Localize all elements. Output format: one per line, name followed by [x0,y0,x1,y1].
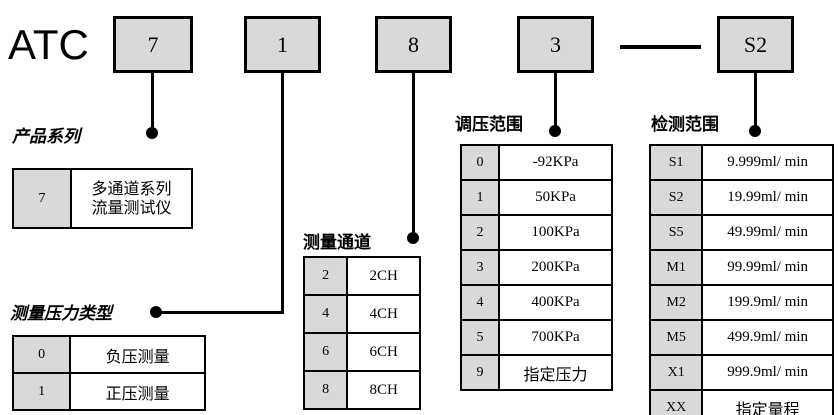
table-row: 5 700KPa [459,319,613,356]
code-box-pressure-type[interactable]: 1 [244,16,321,73]
cell-value: 正压测量 [69,372,206,411]
connector-dot-pressure-type [150,306,162,318]
caption-pressure-range: 调压范围 [455,115,523,135]
connector-line-pressure-range [554,73,557,131]
cell-key: 5 [459,319,501,356]
cell-key: 6 [302,332,349,372]
cell-key: 1 [459,179,501,216]
code-box-product-series[interactable]: 7 [113,16,193,73]
table-row: XX 指定量程 [648,389,834,415]
connector-dot-product-series [146,127,158,139]
cell-key: S5 [648,214,704,251]
cell-key: 3 [459,249,501,286]
code-box-channel-count[interactable]: 8 [375,16,452,73]
table-row: 4 4CH [302,294,421,334]
cell-key: 0 [459,144,501,181]
table-pressure-range: 0 -92KPa 1 50KPa 2 100KPa 3 200KPa 4 400… [459,144,613,391]
table-row: M5 499.9ml/ min [648,319,834,356]
cell-value: 499.9ml/ min [701,319,834,356]
cell-value: 49.99ml/ min [701,214,834,251]
separator-dash [620,45,701,49]
table-measure-channel: 2 2CH 4 4CH 6 6CH 8 8CH [302,256,421,410]
cell-key: 8 [302,370,349,410]
connector-line-detection-range [754,73,757,131]
cell-key: 4 [302,294,349,334]
cell-value: 99.99ml/ min [701,249,834,286]
cell-key: 2 [459,214,501,251]
table-row: S2 19.99ml/ min [648,179,834,216]
cell-value: 指定量程 [701,389,834,415]
table-pressure-type: 0 负压测量 1 正压测量 [11,335,206,411]
cell-value: 6CH [346,332,421,372]
cell-value-line2: 流量测试仪 [91,197,172,217]
brand-label: ATC [8,21,89,68]
cell-value: 负压测量 [69,335,206,374]
table-row: 1 50KPa [459,179,613,216]
cell-value: 2CH [346,256,421,296]
cell-key: 9 [459,354,501,391]
table-row: S1 9.999ml/ min [648,144,834,181]
table-product-series: 7 多通道系列 流量测试仪 [11,168,193,229]
connector-dot-pressure-range [549,125,561,137]
cell-value: 19.99ml/ min [701,179,834,216]
table-row: X1 999.9ml/ min [648,354,834,391]
cell-key: 4 [459,284,501,321]
table-row: 7 多通道系列 流量测试仪 [11,168,193,229]
connector-line-measure-channel [412,73,415,238]
cell-key: XX [648,389,704,415]
cell-key: X1 [648,354,704,391]
table-row: M2 199.9ml/ min [648,284,834,321]
cell-value: 400KPa [498,284,613,321]
table-row: 6 6CH [302,332,421,372]
connector-line-pressure-type-vertical [281,73,284,314]
cell-value: 999.9ml/ min [701,354,834,391]
cell-value: 9.999ml/ min [701,144,834,181]
table-row: 3 200KPa [459,249,613,286]
cell-value: 200KPa [498,249,613,286]
caption-measure-channel: 测量通道 [303,233,371,253]
cell-key: 1 [11,372,72,411]
table-detection-range: S1 9.999ml/ min S2 19.99ml/ min S5 49.99… [648,144,834,415]
table-row: 9 指定压力 [459,354,613,391]
cell-value: 多通道系列 流量测试仪 [70,168,193,229]
cell-key: S2 [648,179,704,216]
cell-value: 100KPa [498,214,613,251]
cell-value: 8CH [346,370,421,410]
cell-key: M2 [648,284,704,321]
connector-line-product-series [151,73,154,133]
connector-dot-measure-channel [407,232,419,244]
table-row: 2 100KPa [459,214,613,251]
caption-detection-range: 检测范围 [651,115,719,135]
cell-key: 2 [302,256,349,296]
cell-key: M1 [648,249,704,286]
cell-key: 7 [11,168,73,229]
cell-value: 指定压力 [498,354,613,391]
table-row: M1 99.99ml/ min [648,249,834,286]
cell-value: 199.9ml/ min [701,284,834,321]
caption-pressure-type: 测量压力类型 [10,304,112,324]
connector-line-pressure-type-horizontal [155,311,284,314]
table-row: 8 8CH [302,370,421,410]
table-row: S5 49.99ml/ min [648,214,834,251]
table-row: 0 -92KPa [459,144,613,181]
cell-value: 50KPa [498,179,613,216]
cell-key: 0 [11,335,72,374]
cell-value: 700KPa [498,319,613,356]
cell-key: M5 [648,319,704,356]
cell-value: -92KPa [498,144,613,181]
caption-product-series: 产品系列 [12,127,80,147]
table-row: 0 负压测量 [11,335,206,374]
cell-value: 4CH [346,294,421,334]
table-row: 2 2CH [302,256,421,296]
code-box-detection-range[interactable]: S2 [717,16,794,73]
cell-value-line1: 多通道系列 [91,179,172,199]
table-row: 1 正压测量 [11,372,206,411]
connector-dot-detection-range [749,125,761,137]
table-row: 4 400KPa [459,284,613,321]
code-box-pressure-range[interactable]: 3 [517,16,594,73]
cell-key: S1 [648,144,704,181]
